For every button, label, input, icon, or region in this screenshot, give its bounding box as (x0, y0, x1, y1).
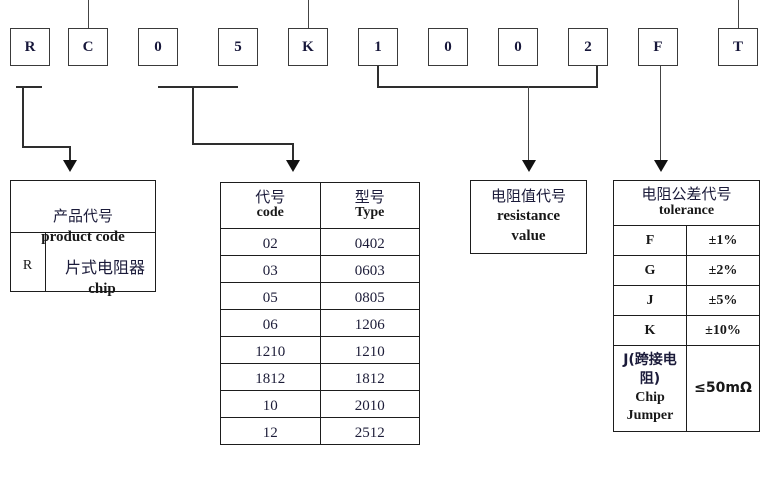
product-code-panel-divider-vertical (45, 232, 46, 292)
connector-resistance-right-stub (596, 66, 598, 87)
connector-resistance-bracket (377, 86, 598, 88)
tolerance-header: 电阻公差代号 tolerance (613, 180, 760, 226)
table-row: 1210 1210 (220, 336, 420, 364)
tolerance-value-cell: ±2% (686, 255, 760, 286)
part-code-box-t[interactable]: T (718, 28, 758, 66)
tolerance-value-cell: ±1% (686, 225, 760, 256)
product-code-panel-divider-horizontal (10, 232, 156, 233)
tolerance-header-en: tolerance (658, 202, 715, 218)
tolerance-jumper-value-cell: ≤50mΩ (686, 345, 760, 432)
connector-size-across (192, 143, 293, 145)
product-code-title-en: product code (41, 229, 125, 245)
stub-line-above-c (88, 0, 89, 28)
table-row: 03 0603 (220, 255, 420, 283)
size-code-cell: 1812 (220, 363, 321, 391)
tolerance-code-cell: K (613, 315, 687, 346)
size-code-cell: 06 (220, 309, 321, 337)
size-code-cell: 12 (220, 417, 321, 445)
resistance-value-title-cn: 电阻值代号 (490, 187, 566, 205)
part-code-box-r[interactable]: R (10, 28, 50, 66)
table-row: 12 2512 (220, 417, 420, 445)
size-type-cell: 0402 (319, 228, 420, 256)
jumper-code-cn-line1: J(跨接电 (623, 351, 677, 368)
product-code-description-cn: 片式电阻器 (64, 258, 145, 277)
tolerance-table: 电阻公差代号 tolerance F ±1% G ±2% J ±5% K ±10… (613, 180, 760, 432)
connector-product-code-down (22, 86, 24, 147)
table-row: G ±2% (613, 255, 760, 286)
size-type-cell: 2512 (319, 417, 420, 445)
connector-size-down (192, 86, 194, 144)
connector-size-drop (292, 143, 294, 163)
jumper-code-en-line2: Jumper (626, 408, 674, 424)
arrow-size-table (286, 160, 300, 172)
table-row: K ±10% (613, 315, 760, 346)
arrow-resistance-value (522, 160, 536, 172)
size-code-cell: 03 (220, 255, 321, 283)
table-row: 1812 1812 (220, 363, 420, 391)
size-code-header-code-cn: 代号 (255, 187, 286, 206)
table-row: J ±5% (613, 285, 760, 316)
stub-line-above-t (738, 0, 739, 28)
table-row: 02 0402 (220, 228, 420, 256)
connector-product-code-top (16, 86, 42, 88)
size-type-cell: 0805 (319, 282, 420, 310)
size-type-cell: 2010 (319, 390, 420, 418)
table-row-jumper: J(跨接电 阻) Chip Jumper ≤50mΩ (613, 345, 760, 432)
arrow-tolerance-table (654, 160, 668, 172)
table-row: 10 2010 (220, 390, 420, 418)
product-code-value: R (22, 258, 33, 273)
part-code-box-0-third[interactable]: 0 (498, 28, 538, 66)
tolerance-value-cell: ±5% (686, 285, 760, 316)
connector-product-code-across (22, 146, 70, 148)
size-code-cell: 05 (220, 282, 321, 310)
size-code-cell: 02 (220, 228, 321, 256)
size-code-header-type: 型号 Type (319, 182, 420, 229)
connector-product-code-drop (69, 146, 71, 163)
part-code-box-2[interactable]: 2 (568, 28, 608, 66)
arrow-product-code (63, 160, 77, 172)
size-code-header-type-cn: 型号 (354, 187, 385, 206)
size-code-cell: 1210 (220, 336, 321, 364)
product-code-title-cn: 产品代号 (52, 207, 113, 225)
size-code-cell: 10 (220, 390, 321, 418)
resistance-value-title-en-line1: resistance (496, 208, 561, 224)
tolerance-jumper-code-cell: J(跨接电 阻) Chip Jumper (613, 345, 687, 432)
size-type-cell: 1812 (319, 363, 420, 391)
part-code-box-1[interactable]: 1 (358, 28, 398, 66)
table-row: F ±1% (613, 225, 760, 256)
part-code-box-0-second[interactable]: 0 (428, 28, 468, 66)
connector-resistance-drop (528, 86, 529, 163)
connector-tolerance-drop (660, 66, 661, 163)
size-code-header-code: 代号 code (220, 182, 321, 229)
size-code-header-code-en: code (256, 205, 284, 221)
stub-line-above-k (308, 0, 309, 28)
table-row: 05 0805 (220, 282, 420, 310)
connector-resistance-left-stub (377, 66, 379, 87)
tolerance-code-cell: G (613, 255, 687, 286)
resistance-value-title-en-line2: value (511, 228, 546, 244)
size-type-cell: 1210 (319, 336, 420, 364)
jumper-code-en-line1: Chip (635, 389, 665, 405)
size-type-cell: 1206 (319, 309, 420, 337)
tolerance-table-header-row: 电阻公差代号 tolerance (613, 180, 760, 226)
part-code-box-c[interactable]: C (68, 28, 108, 66)
tolerance-header-cn: 电阻公差代号 (641, 185, 732, 204)
resistance-value-panel (470, 180, 587, 254)
size-code-table: 代号 code 型号 Type 02 0402 03 0603 05 0805 (220, 182, 420, 445)
tolerance-value-cell: ±10% (686, 315, 760, 346)
table-row: 06 1206 (220, 309, 420, 337)
jumper-code-cn-line2: 阻) (639, 370, 661, 387)
size-code-header-type-en: Type (355, 205, 385, 221)
part-code-box-f[interactable]: F (638, 28, 678, 66)
product-code-description-en: chip (88, 281, 116, 297)
connector-size-bracket (158, 86, 238, 88)
size-code-table-header-row: 代号 code 型号 Type (220, 182, 420, 229)
part-code-box-0-first[interactable]: 0 (138, 28, 178, 66)
part-code-box-k[interactable]: K (288, 28, 328, 66)
tolerance-code-cell: J (613, 285, 687, 316)
tolerance-code-cell: F (613, 225, 687, 256)
product-code-panel (10, 180, 156, 292)
part-code-box-5[interactable]: 5 (218, 28, 258, 66)
size-type-cell: 0603 (319, 255, 420, 283)
